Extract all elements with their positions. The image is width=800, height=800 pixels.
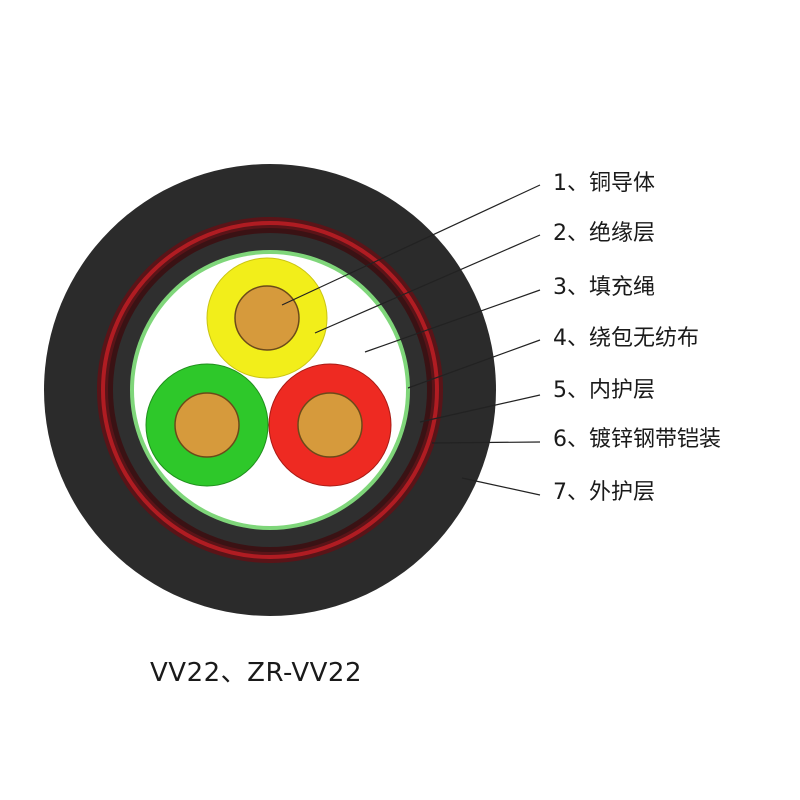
leader-line-3 [364,289,541,353]
armor-band-stripe [101,221,439,559]
leader-line-7 [461,477,541,496]
layer-label-5: 5、内护层 [553,378,655,403]
layer-label-2: 2、绝缘层 [553,221,655,246]
cable-model-caption: VV22、ZR-VV22 [150,658,362,688]
core-green-conductor [174,392,240,458]
leader-line-5 [419,394,541,423]
leader-line-4 [407,339,541,389]
core-red-conductor [297,392,363,458]
layer-label-6: 6、镀锌钢带铠装 [553,427,721,452]
core-yellow-conductor [234,285,300,351]
layer-label-7: 7、外护层 [553,480,655,505]
layer-label-3: 3、填充绳 [553,275,655,300]
leader-line-1 [281,184,541,306]
layer-label-4: 4、绕包无纺布 [553,326,699,351]
leader-line-2 [314,234,541,334]
layer-label-1: 1、铜导体 [553,171,655,196]
leader-line-6 [431,441,541,444]
